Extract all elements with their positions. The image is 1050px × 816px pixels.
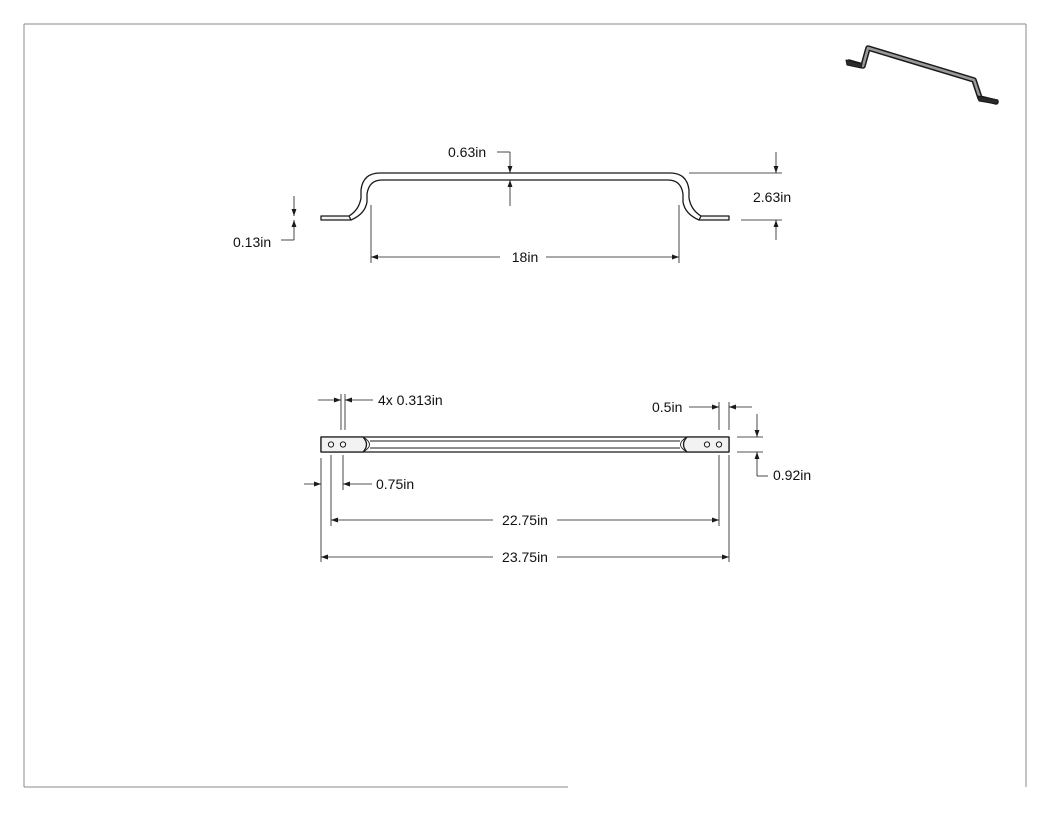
front-view-outline <box>320 172 730 221</box>
dim-span-label: 18in <box>512 249 538 265</box>
dim-hole-span-label: 22.75in <box>502 512 548 528</box>
dim-holes-label: 4x 0.313in <box>378 392 443 408</box>
front-view: 0.63in 2.63in 0.13in 18in <box>233 144 791 265</box>
top-view-outline <box>320 436 730 453</box>
front-view-dimensions <box>281 151 782 263</box>
top-view: 4x 0.313in 0.5in 0.75in 0.92in 22.75in 2… <box>304 392 811 565</box>
dim-end-offset-label: 0.5in <box>652 399 682 415</box>
dim-flange-thickness-label: 0.13in <box>233 234 271 250</box>
mounting-holes <box>327 441 723 448</box>
dim-thickness-label: 0.63in <box>448 144 486 160</box>
isometric-handle-icon <box>845 45 999 105</box>
top-view-dimensions <box>304 394 768 562</box>
sheet-border <box>23 23 1027 788</box>
dim-overall-length-label: 23.75in <box>502 549 548 565</box>
dim-height-label: 2.63in <box>753 189 791 205</box>
dim-hole-pitch-label: 0.75in <box>376 476 414 492</box>
dim-width-label: 0.92in <box>773 467 811 483</box>
